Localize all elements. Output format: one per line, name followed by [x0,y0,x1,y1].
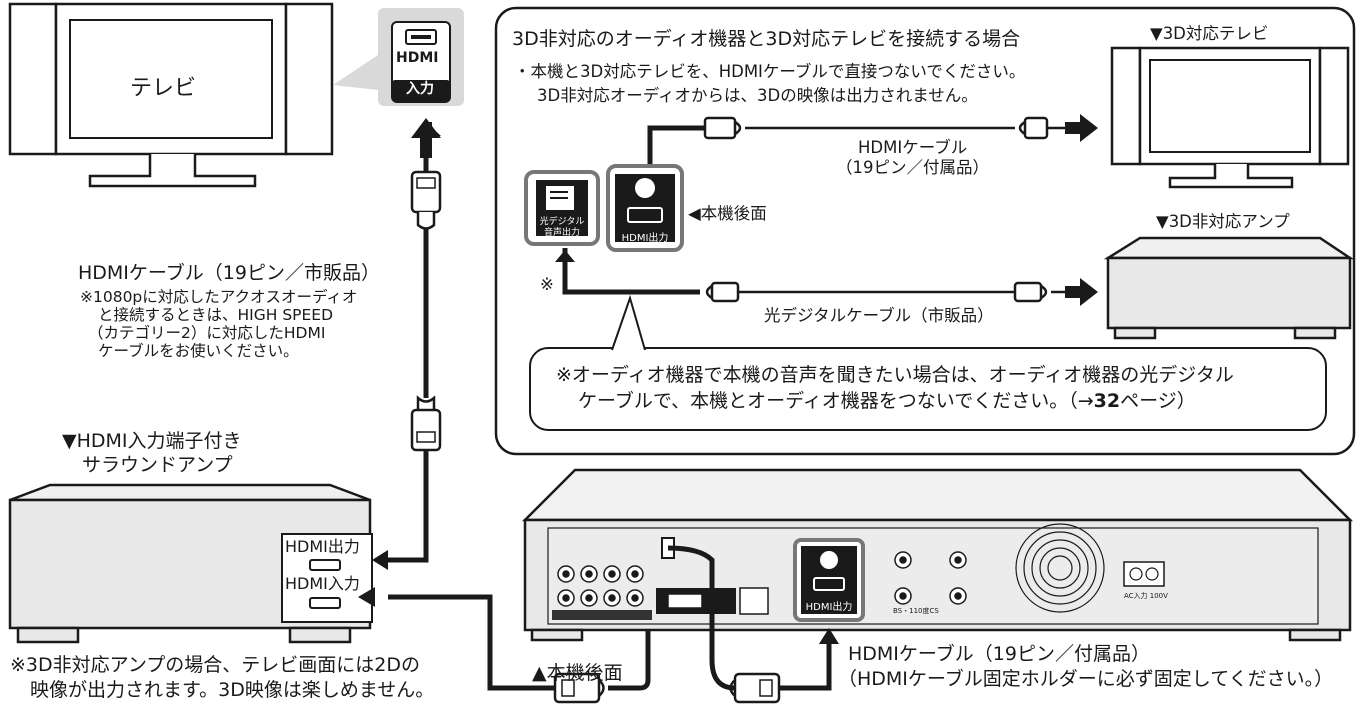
tv-left-label: テレビ [130,76,197,101]
amp-port-in-label: HDMI入力 [285,574,360,593]
panel-optical-cable: 光デジタルケーブル（市販品） [764,306,994,325]
hdmi-badge-line1: HDMI [396,50,439,66]
left-cable-note-3: （カテゴリー2）に対応したHDMI [88,324,326,342]
panel-bullet-1: ・本機と3D対応テレビを、HDMIケーブルで直接つないでください。 [514,62,1026,81]
optical-icon-label-1: 光デジタル [539,217,585,227]
left-cable-note-1: ※1080pに対応したアクオスオーディオ [80,288,358,306]
recorder-bs-label: BS・110度CS [893,607,939,615]
panel-title: 3D非対応のオーディオ機器と3D対応テレビを接続する場合 [512,28,1021,50]
amp-port-out-label: HDMI出力 [285,537,360,556]
panel-amp-label: ▼3D非対応アンプ [1156,212,1290,231]
hdmi-input-badge [333,8,464,106]
hdmi-out-port-icon [606,164,684,252]
recorder-hdmi-out-label: HDMI出力 [805,602,853,613]
recorder-ac-label: AC入力 100V [1124,592,1168,600]
bottom-left-note-2: 映像が出力されます。3D映像は楽しめません。 [30,679,435,701]
panel-hdmi-cable-2: （19ピン／付属品） [836,158,989,177]
amp-left [8,483,373,644]
optical-port-icon [524,170,600,246]
optical-icon-label-2: 音声出力 [543,228,580,238]
hdmi-cable-recorder [661,537,839,704]
callout-box [529,294,1327,431]
hdmi-cable-panel [640,114,1098,182]
left-cable-title: HDMIケーブル（19ピン／市販品） [78,262,380,284]
amp-left-title-2: サラウンドアンプ [82,454,233,476]
hdmi-icon-label: HDMI出力 [621,233,669,244]
amp-panel [1103,236,1355,340]
callout-line-2: ケーブルで、本機とオーディオ機器をつないでください。（→32ページ） [578,390,1196,412]
panel-asterisk: ※ [540,275,554,294]
left-cable-note-4: ケーブルをお使いください。 [98,342,299,360]
hdmi-cable-left [410,158,442,560]
tv-3d-right [1110,46,1350,189]
bottom-left-note-1: ※3D非対応アンプの場合、テレビ画面には2Dの [10,654,421,676]
recorder-rear-label: ▲本機後面 [532,662,623,684]
arrow-up-icon [411,118,441,158]
panel-hdmi-cable-1: HDMIケーブル [858,138,968,157]
fan-grille [1015,523,1105,613]
panel-tv-label: ▼3D対応テレビ [1150,24,1269,43]
left-cable-note-2: と接続するときは、HIGH SPEED [98,306,334,324]
callout-line-1: ※オーディオ機器で本機の音声を聞きたい場合は、オーディオ機器の光デジタル [556,364,1234,386]
amp-left-title-1: ▼HDMI入力端子付き [62,430,242,452]
tv-left [8,2,334,188]
optical-cable [555,248,1098,306]
arrow-left-icon [372,550,429,570]
panel-rear-label: ◀本機後面 [688,204,767,223]
bottom-right-cable-1: HDMIケーブル（19ピン／付属品） [848,643,1150,665]
hdmi-badge-line2: 入力 [406,81,434,97]
bottom-right-cable-2: （HDMIケーブル固定ホルダーに必ず固定してください。） [838,668,1334,690]
panel-bullet-2: 3D非対応オーディオからは、3Dの映像は出力されません。 [537,86,978,105]
